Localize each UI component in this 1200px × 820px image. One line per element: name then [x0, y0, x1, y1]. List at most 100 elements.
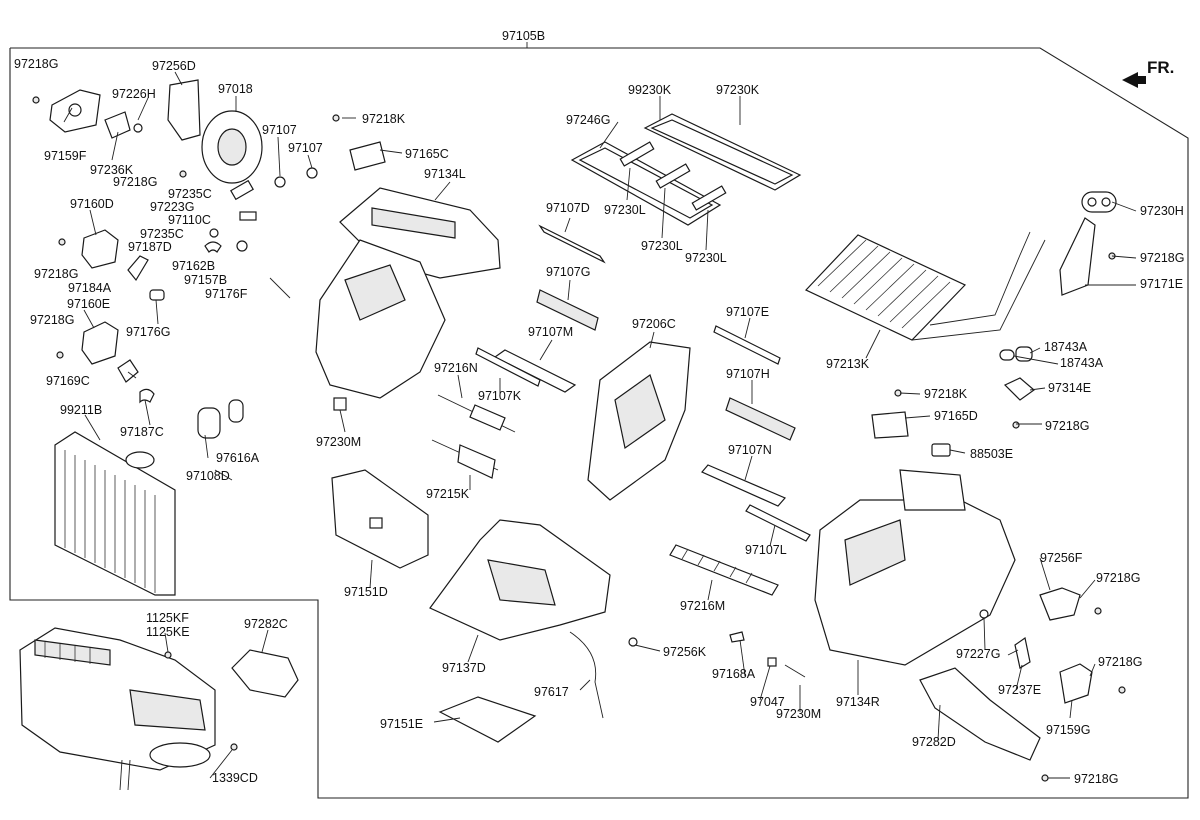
bracket-97237E: [1014, 636, 1031, 669]
part-label: 97256F: [1040, 551, 1083, 565]
part-label: 97256K: [663, 645, 707, 659]
part-label: 97108D: [186, 469, 230, 483]
leader-lines: [63, 71, 1137, 779]
part-label: 97176G: [126, 325, 170, 339]
drain-hose-97617: [569, 631, 604, 719]
part-label: 97176F: [205, 287, 248, 301]
part-label: 97018: [218, 82, 253, 96]
part-label: 97206C: [632, 317, 676, 331]
actuator-97159G: [1059, 663, 1093, 704]
part-label: 97227G: [956, 647, 1000, 661]
part-label: 99211B: [60, 403, 102, 417]
part-label: 97107G: [546, 265, 590, 279]
part-label: 97184A: [68, 281, 112, 295]
part-label: 97246G: [566, 113, 610, 127]
duct-97282D: [919, 667, 1041, 761]
part-label: 97218G: [30, 313, 74, 327]
part-label: 97230L: [641, 239, 683, 253]
part-label: 1339CD: [212, 771, 258, 785]
part-label: 97237E: [998, 683, 1041, 697]
screw-fasteners: [32, 96, 1126, 782]
door-shaft-97216N: [437, 394, 516, 433]
lever-97184A: [127, 255, 149, 282]
clip-97187C: [139, 388, 155, 404]
front-direction-arrow-icon: [1122, 72, 1146, 88]
part-label: 97236K: [90, 163, 134, 177]
filter-frame-97246G: [570, 141, 722, 226]
actuator-bracket-97159F: [49, 89, 101, 133]
center-divider-97206C: [587, 341, 691, 501]
actuator-97160E: [81, 321, 139, 383]
part-label: 97215K: [426, 487, 470, 501]
actuator-97256F: [1039, 587, 1081, 621]
part-label: 97218K: [924, 387, 968, 401]
part-label: 97230M: [316, 435, 361, 449]
door-strips: [475, 224, 811, 542]
part-label: 97213K: [826, 357, 870, 371]
part-label: 97230L: [685, 251, 727, 265]
part-label: 97165C: [405, 147, 449, 161]
seal-pad-97151D: [331, 469, 429, 569]
part-label: 97171E: [1140, 277, 1183, 291]
part-label: 97157B: [184, 273, 227, 287]
part-label: 88503E: [970, 447, 1013, 461]
front-direction-label: FR.: [1147, 58, 1174, 77]
part-label: 97616A: [216, 451, 260, 465]
part-label: 97047: [750, 695, 785, 709]
part-label: 97218G: [1140, 251, 1184, 265]
part-label: 97282C: [244, 617, 288, 631]
part-label: 97169C: [46, 374, 90, 388]
blower-fan-97018: [201, 110, 263, 184]
part-label: 97160E: [67, 297, 110, 311]
part-label: 1125KF: [146, 611, 189, 625]
part-label: 97107E: [726, 305, 769, 319]
part-label: 97218G: [1045, 419, 1089, 433]
part-label: 97162B: [172, 259, 215, 273]
part-label: 97151E: [380, 717, 423, 731]
part-label: 97230M: [776, 707, 821, 721]
door-shaft-97216M: [669, 544, 779, 596]
part-label: 97617: [534, 685, 569, 699]
part-label: 97256D: [152, 59, 196, 73]
hvac-assembly-inset-drawing: [19, 627, 216, 791]
part-label: 97223G: [150, 200, 194, 214]
part-label: 97218K: [362, 112, 406, 126]
part-label: 97216M: [680, 599, 725, 613]
part-label: 97107L: [745, 543, 787, 557]
part-label: 97110C: [168, 213, 211, 227]
hose-clamps-18743A: [999, 346, 1033, 362]
grommet-97230H: [1081, 191, 1117, 213]
part-label: 97187D: [128, 240, 172, 254]
part-label: 18743A: [1044, 340, 1088, 354]
case-right-97134R: [814, 469, 1016, 666]
part-label: 1125KE: [146, 625, 190, 639]
small-clips-left-group: [104, 111, 318, 299]
heater-core-97213K: [804, 231, 1046, 341]
part-label: 97107N: [728, 443, 772, 457]
part-label: 97159F: [44, 149, 87, 163]
clip-97176G: [149, 289, 165, 301]
assembly-number-label: 97105B: [502, 29, 545, 43]
part-label: 97218G: [1096, 571, 1140, 585]
bracket-97256D: [167, 79, 201, 141]
connector-88503E: [931, 443, 951, 457]
part-label: 97107D: [546, 201, 590, 215]
duct-97282C: [231, 649, 299, 698]
actuator-97160D: [81, 229, 119, 269]
part-label: 97216N: [434, 361, 478, 375]
part-label: 97218G: [14, 57, 58, 71]
part-label: 97282D: [912, 735, 956, 749]
bracket-97314E: [1003, 377, 1035, 401]
part-label: 97137D: [442, 661, 486, 675]
part-label: 97151D: [344, 585, 388, 599]
evaporator-core: [54, 431, 176, 596]
part-label: 97226H: [112, 87, 156, 101]
small-clips-right-group: [333, 141, 989, 678]
part-label: 97235C: [168, 187, 212, 201]
evaporator-seal-rings: [197, 399, 244, 439]
lower-case-97137D: [429, 519, 611, 641]
part-label: 97107M: [528, 325, 573, 339]
part-label: 97168A: [712, 667, 756, 681]
heater-pipe-bracket-97171E: [1059, 217, 1096, 296]
filter-frame-99230K: [643, 113, 802, 191]
